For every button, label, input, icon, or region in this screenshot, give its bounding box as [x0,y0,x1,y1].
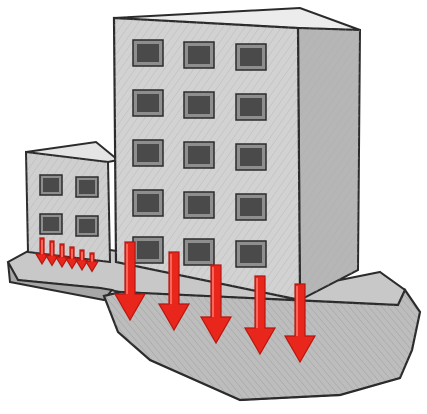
window [133,237,163,263]
window [236,44,266,70]
window [76,177,98,197]
window [184,92,214,118]
window [133,140,163,166]
window [40,175,62,195]
window [133,190,163,216]
window [184,239,214,265]
window [236,94,266,120]
window [133,90,163,116]
window [236,144,266,170]
window [184,42,214,68]
tall-building [114,8,360,300]
window [236,241,266,267]
window [184,192,214,218]
window [184,142,214,168]
window [40,214,62,234]
window [236,194,266,220]
window [76,216,98,236]
window [133,40,163,66]
